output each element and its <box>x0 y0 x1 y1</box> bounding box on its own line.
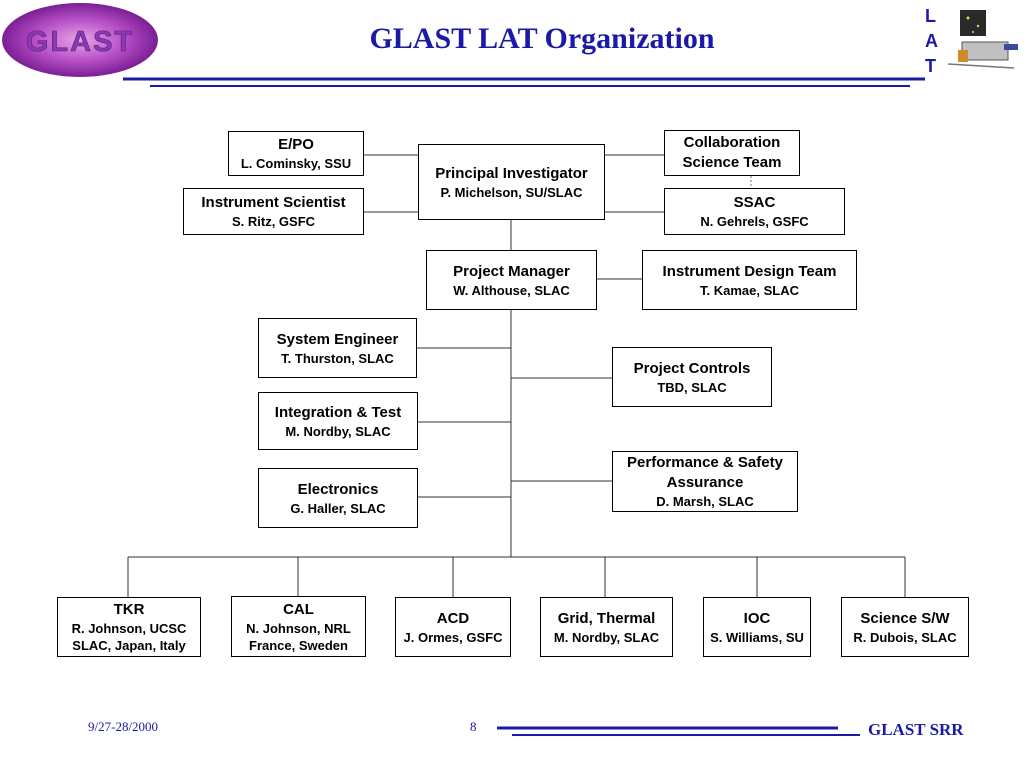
box-person: G. Haller, SLAC <box>290 500 386 516</box>
system-engineer-box: System Engineer T. Thurston, SLAC <box>258 318 417 378</box>
ssac-box: SSAC N. Gehrels, GSFC <box>664 188 845 235</box>
performance-safety-box: Performance & Safety Assurance D. Marsh,… <box>612 451 798 512</box>
cal-box: CAL N. Johnson, NRL France, Sweden <box>231 596 366 657</box>
page-title: GLAST LAT Organization <box>369 22 715 55</box>
box-partners: France, Sweden <box>249 637 348 653</box>
box-partners: SLAC, Japan, Italy <box>72 638 186 653</box>
box-title: Project Controls <box>633 359 751 377</box>
box-person: W. Althouse, SLAC <box>453 282 570 298</box>
box-person: TBD, SLAC <box>657 379 727 395</box>
box-person: R. Johnson, UCSC <box>71 621 187 636</box>
box-person: S. Ritz, GSFC <box>231 214 316 229</box>
box-title: System Engineer <box>276 330 399 348</box>
box-title: TKR <box>113 601 145 618</box>
project-controls-box: Project Controls TBD, SLAC <box>612 347 772 407</box>
box-person: T. Thurston, SLAC <box>281 350 394 366</box>
box-person: P. Michelson, SU/SLAC <box>440 184 583 200</box>
acd-box: ACD J. Ormes, GSFC <box>395 597 511 657</box>
electronics-box: Electronics G. Haller, SLAC <box>258 468 418 528</box>
lat-letter-t: T <box>925 56 936 76</box>
footer-rule <box>497 726 860 736</box>
grid-thermal-box: Grid, Thermal M. Nordby, SLAC <box>540 597 673 657</box>
instrument-design-team-box: Instrument Design Team T. Kamae, SLAC <box>642 250 857 310</box>
box-title: Science S/W <box>860 609 950 627</box>
box-title: Instrument Scientist <box>201 194 346 211</box>
box-title-line2: Science Team <box>682 154 782 171</box>
box-title-line1: Performance & Safety <box>627 454 783 471</box>
box-title: Grid, Thermal <box>557 609 656 627</box>
lat-letter-a: A <box>925 31 938 51</box>
box-title: Principal Investigator <box>435 164 588 182</box>
box-title: ACD <box>436 609 470 627</box>
box-person: L. Cominsky, SSU <box>240 156 352 171</box>
lat-letter-l: L <box>925 6 936 26</box>
box-title: E/PO <box>278 136 314 153</box>
box-person: N. Gehrels, GSFC <box>700 214 809 229</box>
box-person: J. Ormes, GSFC <box>403 629 503 645</box>
page-number: 8 <box>470 719 477 734</box>
glast-logo: GLAST <box>0 0 160 85</box>
collaboration-science-team-box: Collaboration Science Team <box>664 130 800 176</box>
box-person: M. Nordby, SLAC <box>285 423 391 439</box>
lat-logo <box>918 4 1022 83</box>
ioc-box: IOC S. Williams, SU <box>703 597 811 657</box>
box-title: Electronics <box>297 480 379 498</box>
box-title: SSAC <box>733 194 776 211</box>
box-title: Project Manager <box>453 262 570 280</box>
project-manager-box: Project Manager W. Althouse, SLAC <box>426 250 597 310</box>
instrument-scientist-box: Instrument Scientist S. Ritz, GSFC <box>183 188 364 235</box>
header-rule <box>123 77 925 87</box>
science-sw-box: Science S/W R. Dubois, SLAC <box>841 597 969 657</box>
logo-text: GLAST <box>26 26 134 58</box>
box-title: Instrument Design Team <box>662 262 837 280</box>
footer-label: GLAST SRR <box>868 720 964 739</box>
integration-test-box: Integration & Test M. Nordby, SLAC <box>258 392 418 450</box>
box-person: R. Dubois, SLAC <box>853 629 957 645</box>
box-person: T. Kamae, SLAC <box>700 282 799 298</box>
footer-date: 9/27-28/2000 <box>88 719 159 734</box>
box-person: S. Williams, SU <box>710 629 804 645</box>
box-title: IOC <box>743 609 771 627</box>
principal-investigator-box: Principal Investigator P. Michelson, SU/… <box>418 144 605 220</box>
box-title-line2: Assurance <box>666 474 744 491</box>
box-title: Integration & Test <box>274 403 402 421</box>
box-person: M. Nordby, SLAC <box>553 629 660 645</box>
epo-box: E/PO L. Cominsky, SSU <box>228 131 364 176</box>
tkr-box: TKR R. Johnson, UCSC SLAC, Japan, Italy <box>57 597 201 657</box>
box-title: CAL <box>283 600 314 618</box>
box-person: D. Marsh, SLAC <box>656 494 754 509</box>
box-title-line1: Collaboration <box>683 134 781 151</box>
box-person: N. Johnson, NRL <box>246 620 351 636</box>
